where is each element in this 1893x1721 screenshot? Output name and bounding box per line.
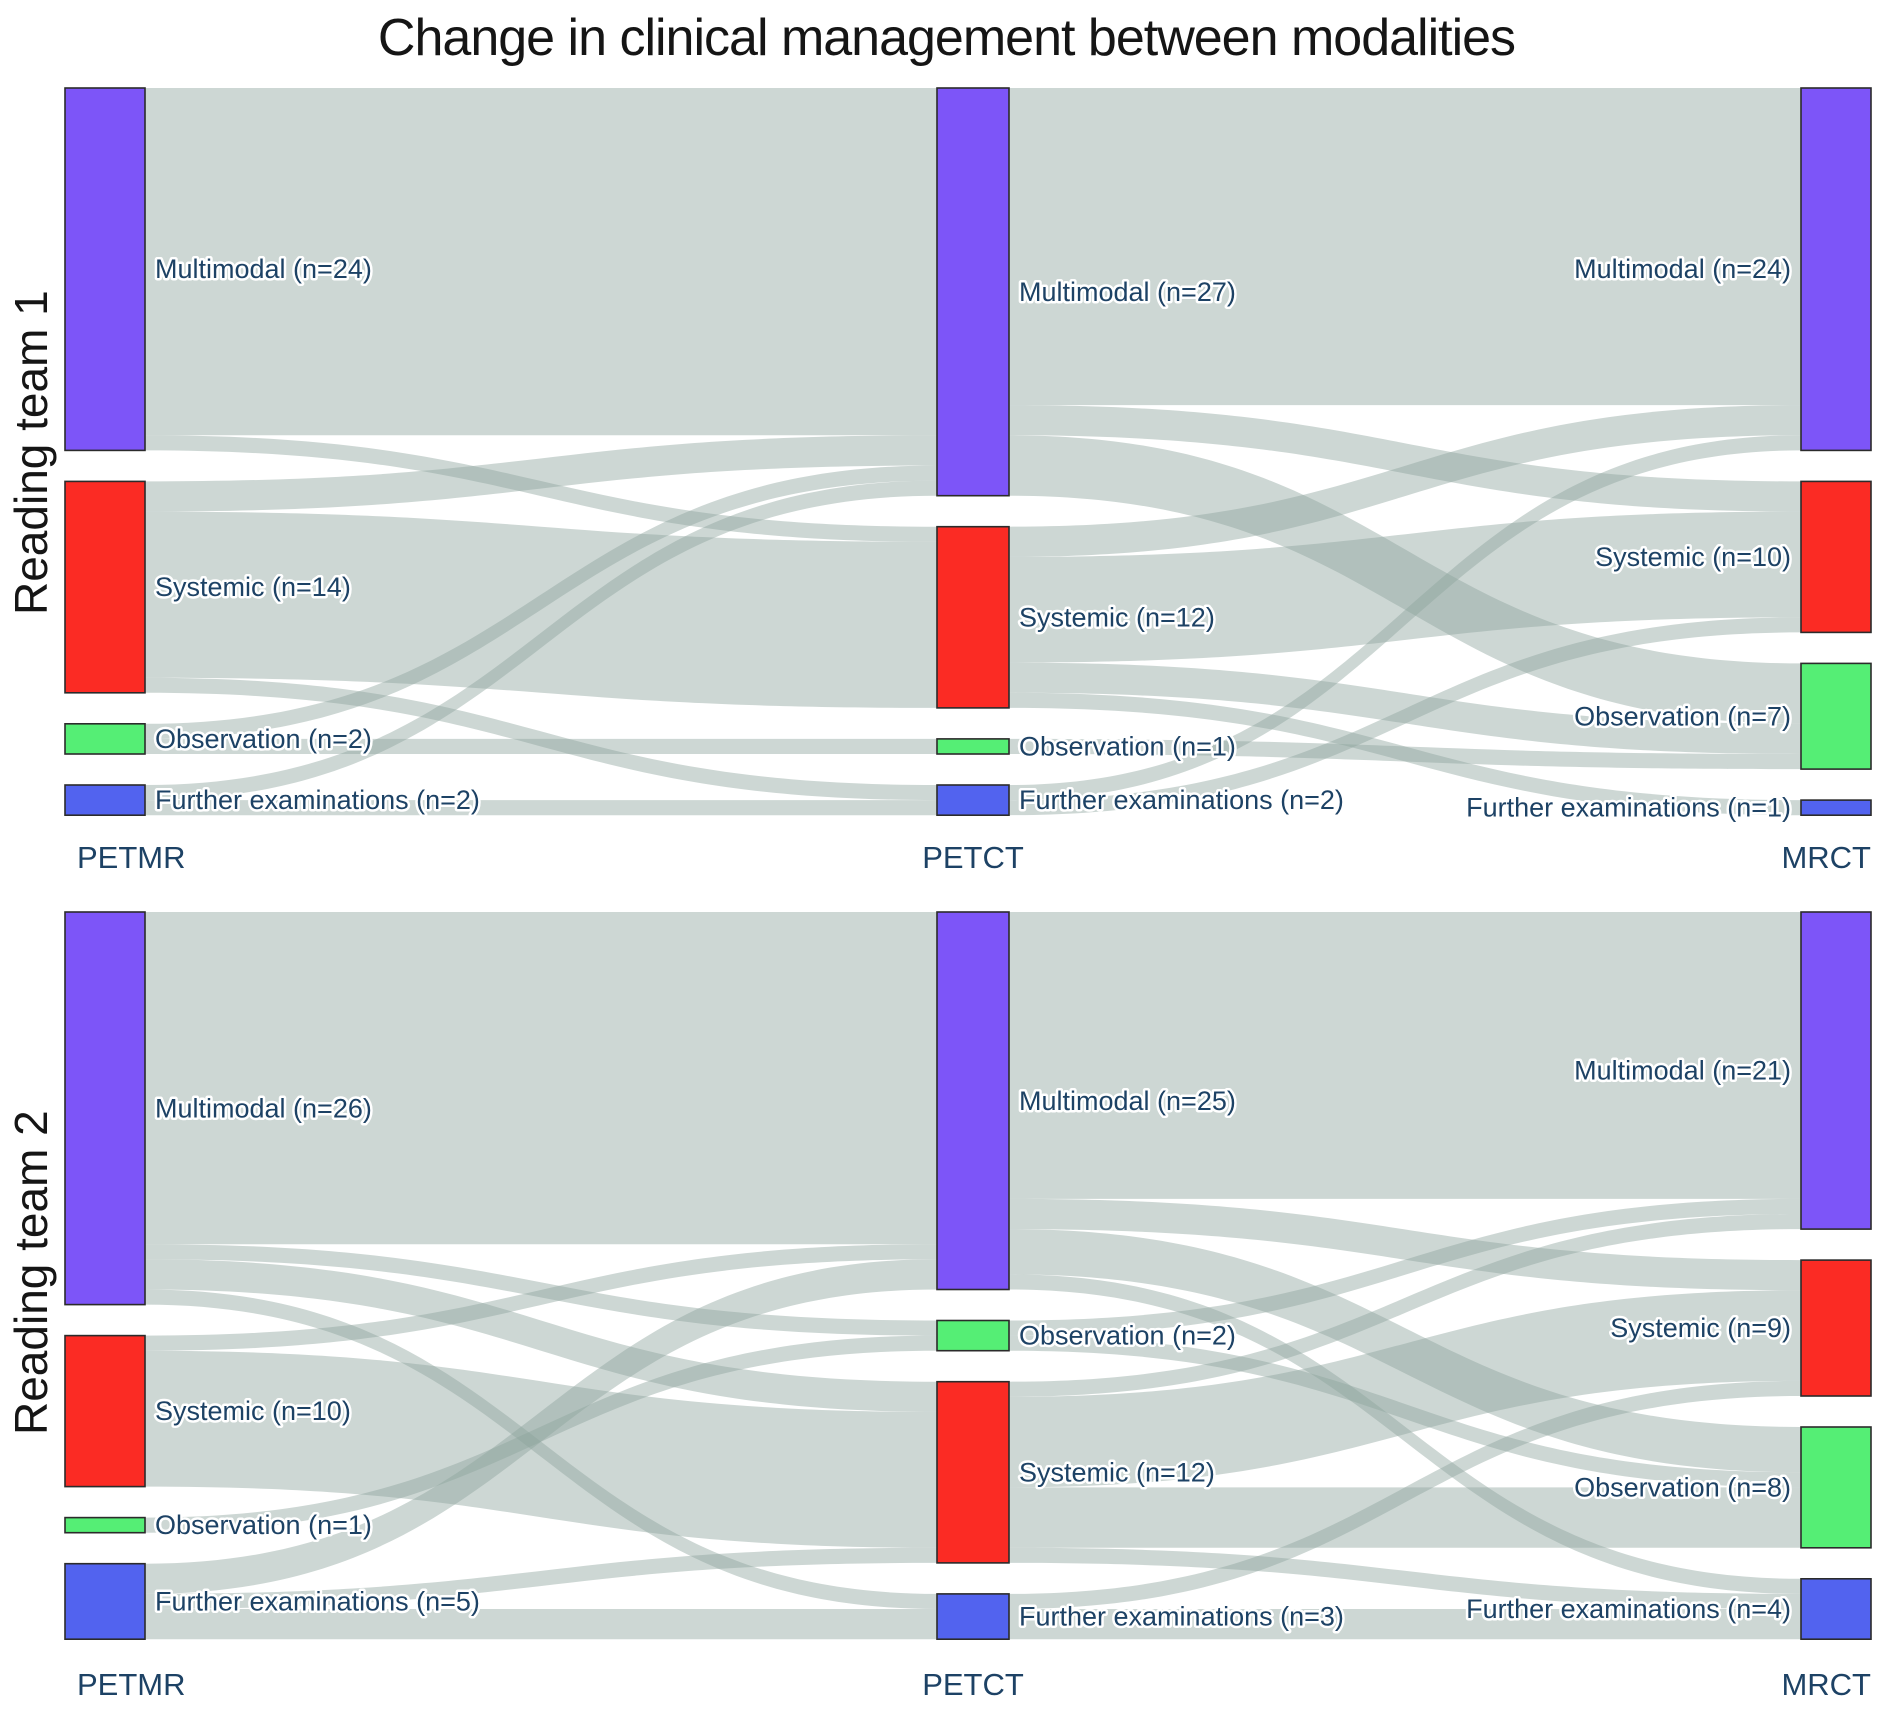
flow-ribbon [145, 1350, 937, 1548]
node-team2-petct-further-examinations [936, 1593, 1010, 1641]
node-team2-petct-multimodal [936, 911, 1010, 1291]
axis-label-team1-petct: PETCT [922, 840, 1024, 875]
node-team1-petmr-observation [64, 722, 146, 755]
node-team1-petmr-further-examinations [64, 784, 146, 817]
node-label: Observation (n=8) [1574, 1472, 1791, 1502]
node-team1-mrct-systemic [1800, 480, 1872, 634]
node-team2-petmr-multimodal [64, 911, 146, 1306]
flow-ribbon [1009, 692, 1801, 816]
flow-ribbon [145, 435, 937, 512]
node-label: Multimodal (n=26) [155, 1093, 372, 1123]
flow-ribbon [1009, 1609, 1801, 1640]
node-team2-petct-systemic [936, 1380, 1010, 1564]
node-team1-mrct-multimodal [1800, 87, 1872, 452]
node-label: Observation (n=2) [155, 724, 372, 754]
flow-ribbon [145, 435, 937, 542]
node-label: Further examinations (n=1) [1466, 793, 1791, 823]
flow-ribbon [1009, 912, 1801, 1199]
flow-ribbon [1009, 1290, 1801, 1488]
node-team2-mrct-further-examinations [1800, 1578, 1872, 1641]
node-label: Multimodal (n=24) [155, 254, 372, 284]
flow-ribbon [1009, 405, 1801, 557]
node-label: Observation (n=7) [1574, 701, 1791, 731]
figure-title: Change in clinical management between mo… [377, 9, 1516, 67]
node-label: Observation (n=1) [155, 1510, 372, 1540]
node-label: Systemic (n=9) [1610, 1313, 1791, 1343]
node-label: Systemic (n=10) [1595, 542, 1791, 572]
flow-ribbon [1009, 617, 1801, 816]
node-team2-petmr-further-examinations [64, 1562, 146, 1640]
axis-label-team1-petmr: PETMR [77, 840, 186, 875]
flow-ribbon [1009, 511, 1801, 663]
node-team1-petct-further-examinations [936, 784, 1010, 817]
node-label: Multimodal (n=27) [1019, 277, 1236, 307]
node-label: Further examinations (n=2) [1019, 785, 1344, 815]
node-label: Observation (n=1) [1019, 731, 1236, 761]
node-label: Multimodal (n=24) [1574, 254, 1791, 284]
flow-ribbon [1009, 1487, 1801, 1548]
axis-label-team2-petmr: PETMR [77, 1667, 186, 1702]
flow-ribbon [1009, 435, 1801, 724]
node-team2-petmr-systemic [64, 1334, 146, 1488]
flow-ribbon [1009, 662, 1801, 754]
node-label: Further examinations (n=2) [155, 785, 480, 815]
flow-ribbon [145, 738, 937, 754]
axis-label-team1-mrct: MRCT [1781, 840, 1871, 875]
node-team1-petmr-multimodal [64, 87, 146, 452]
flow-ribbon [145, 480, 937, 801]
flow-ribbon [145, 1547, 937, 1609]
flow-ribbon [1009, 1198, 1801, 1291]
node-label: Systemic (n=10) [155, 1396, 351, 1426]
node-label: Multimodal (n=21) [1574, 1056, 1791, 1086]
flow-ribbon [1009, 88, 1801, 406]
node-team2-mrct-multimodal [1800, 911, 1872, 1230]
node-team1-petct-observation [936, 738, 1010, 755]
flow-ribbon [145, 1259, 937, 1594]
flow-ribbon [1009, 1198, 1801, 1336]
flow-ribbon [1009, 1229, 1801, 1473]
node-team1-petmr-systemic [64, 480, 146, 694]
flow-ribbon [145, 1244, 937, 1351]
flow-ribbon [145, 677, 937, 801]
axis-label-team2-mrct: MRCT [1781, 1667, 1871, 1702]
axis-label-team2-petct: PETCT [922, 1667, 1024, 1702]
flow-ribbon [145, 1259, 937, 1412]
flow-ribbon [1009, 435, 1801, 801]
flow-ribbon [1009, 1214, 1801, 1397]
flow-ribbon [145, 1609, 937, 1640]
flow-ribbon [145, 800, 937, 816]
flow-ribbon [1009, 405, 1801, 512]
node-label: Systemic (n=12) [1019, 602, 1215, 632]
node-team2-mrct-systemic [1800, 1259, 1872, 1397]
flow-ribbon [145, 511, 937, 708]
flow-ribbon [1009, 1335, 1801, 1488]
node-team1-petct-multimodal [936, 87, 1010, 497]
flow-ribbon [145, 465, 937, 739]
flow-ribbon [145, 88, 937, 436]
node-team2-petmr-observation [64, 1516, 146, 1534]
node-team2-mrct-observation [1800, 1426, 1872, 1549]
node-team1-mrct-further-examinations [1800, 799, 1872, 816]
node-label: Multimodal (n=25) [1019, 1086, 1236, 1116]
node-team1-petct-systemic [936, 525, 1010, 709]
flow-ribbon [145, 1289, 937, 1609]
node-team1-mrct-observation [1800, 662, 1872, 770]
node-label: Observation (n=2) [1019, 1321, 1236, 1351]
flow-ribbon [1009, 1274, 1801, 1594]
flow-ribbon [1009, 738, 1801, 770]
node-label: Further examinations (n=3) [1019, 1602, 1344, 1632]
node-label: Further examinations (n=5) [155, 1586, 480, 1616]
flow-ribbon [145, 1335, 937, 1533]
flow-ribbon [1009, 1547, 1801, 1609]
flow-ribbon [145, 1244, 937, 1336]
flow-ribbon [145, 912, 937, 1245]
node-team2-petct-observation [936, 1319, 1010, 1352]
flow-ribbon [1009, 1380, 1801, 1609]
node-label: Further examinations (n=4) [1466, 1594, 1791, 1624]
node-label: Systemic (n=14) [155, 572, 351, 602]
node-label: Systemic (n=12) [1019, 1457, 1215, 1487]
